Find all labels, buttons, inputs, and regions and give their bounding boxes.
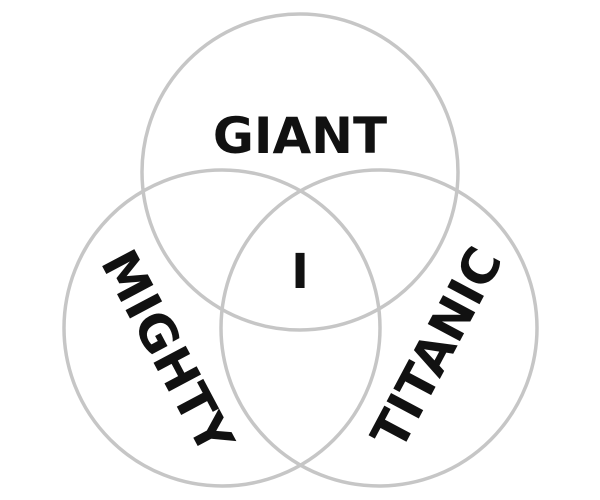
label-giant: GIANT: [213, 107, 387, 165]
circle-titanic: [219, 168, 539, 488]
circle-giant: [140, 12, 460, 332]
label-intersection: I: [291, 244, 309, 300]
circle-mighty: [62, 168, 382, 488]
label-titanic: TITANIC: [360, 238, 514, 458]
